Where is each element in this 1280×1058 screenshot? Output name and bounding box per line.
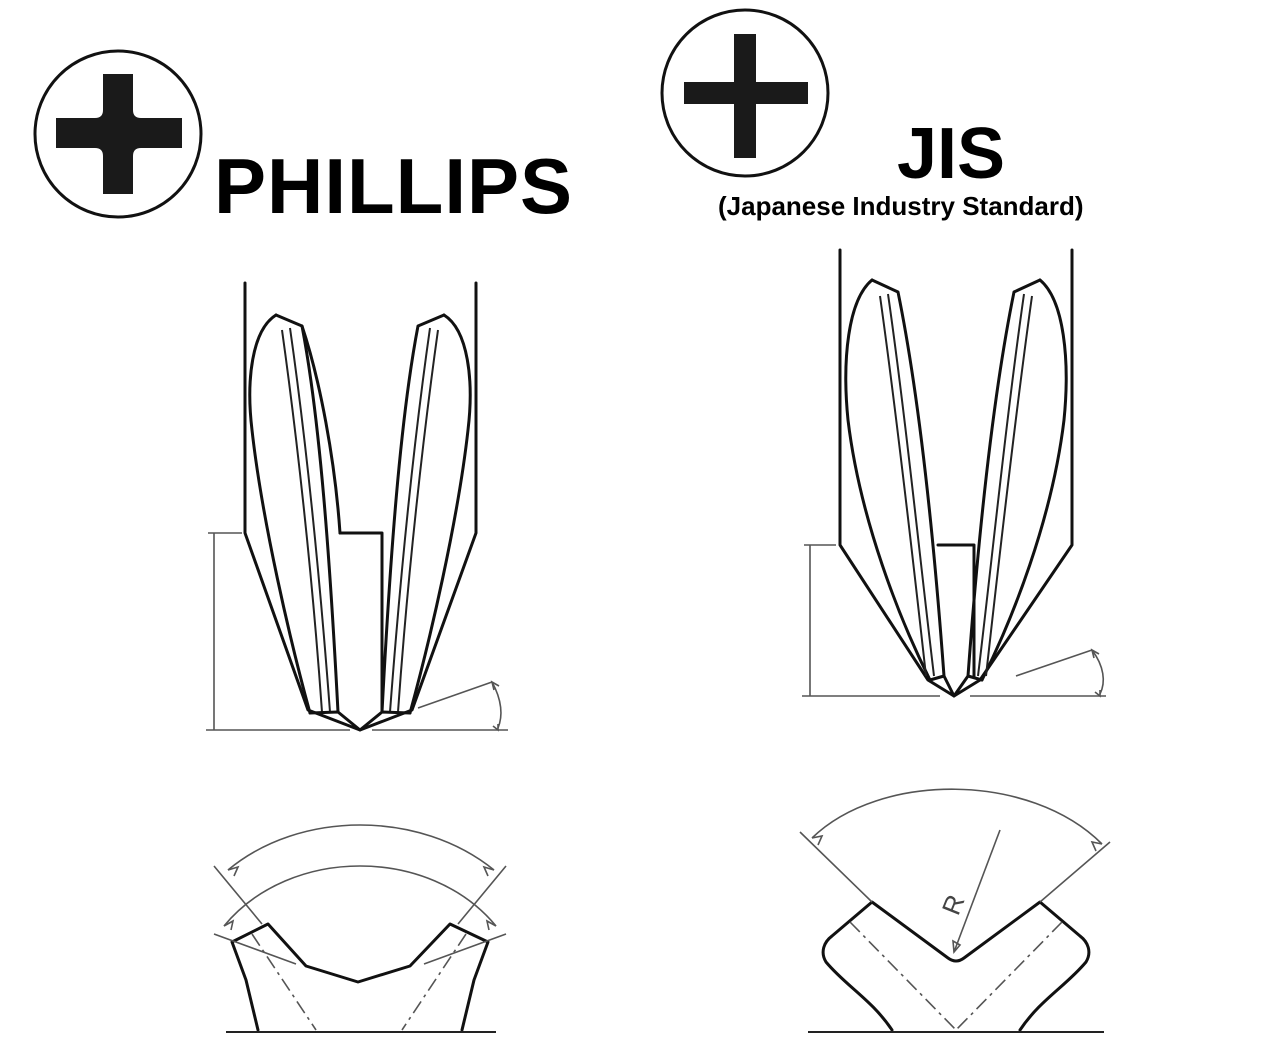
jis-title: JIS xyxy=(897,114,1006,194)
jis-cross-section: R xyxy=(799,788,1111,1033)
jis-cross-icon xyxy=(660,8,830,178)
phillips-tip-profile xyxy=(206,281,508,732)
phillips-cross-section xyxy=(213,824,507,1033)
jis-subtitle: (Japanese Industry Standard) xyxy=(718,191,1084,221)
phillips-title: PHILLIPS xyxy=(214,142,574,230)
phillips-cross-icon xyxy=(33,49,203,219)
jis-tip-profile xyxy=(802,248,1106,698)
jis-radius-label: R xyxy=(936,890,971,919)
